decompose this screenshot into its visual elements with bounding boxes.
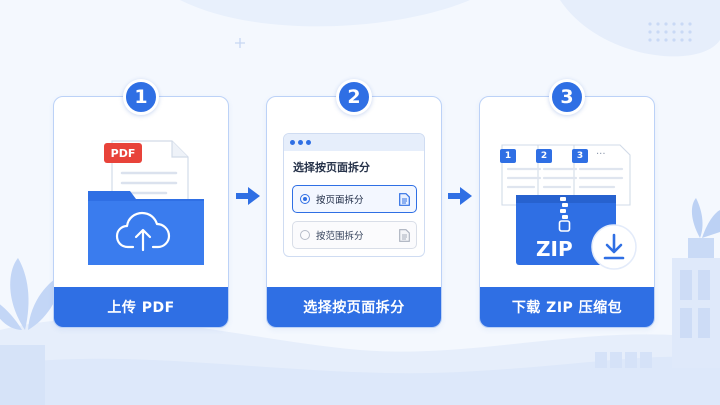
radio-icon[interactable] <box>300 194 310 204</box>
arrow-right-icon <box>448 187 472 205</box>
arrow-right-icon <box>236 187 260 205</box>
step-badge-1: 1 <box>123 79 159 115</box>
pdf-tag: PDF <box>104 143 142 163</box>
page-number-2: 2 <box>540 151 548 161</box>
download-icon <box>603 233 625 260</box>
page-number-1: 1 <box>504 151 512 161</box>
step-label-select: 选择按页面拆分 <box>267 287 441 327</box>
option-label: 按页面拆分 <box>316 195 364 206</box>
radio-icon[interactable] <box>300 230 310 240</box>
step-card-download: 1 2 3 ··· ZIP 下载 ZIP 压缩包 <box>479 96 655 328</box>
page-number-3: 3 <box>576 151 584 161</box>
zipper <box>558 197 571 232</box>
step-card-upload: PDF 上传 PDF <box>53 96 229 328</box>
shelf-right <box>595 198 720 368</box>
option-split-by-page[interactable]: 按页面拆分 <box>292 185 417 213</box>
option-label: 按范围拆分 <box>316 231 364 242</box>
step-card-select: 选择按页面拆分 按页面拆分 按范围拆分 选择按页面拆分 <box>266 96 442 328</box>
zip-label: ZIP <box>536 237 573 261</box>
step-badge-2: 2 <box>336 79 372 115</box>
upload-illustration <box>88 140 204 265</box>
cloud-upload-icon <box>115 211 171 252</box>
split-options-window: 选择按页面拆分 按页面拆分 按范围拆分 <box>283 133 425 257</box>
document-icon <box>399 229 410 242</box>
step-label-upload: 上传 PDF <box>54 287 228 327</box>
zip-archive-icon <box>516 195 616 265</box>
window-title: 选择按页面拆分 <box>293 161 370 174</box>
document-icon <box>399 193 410 206</box>
pages-ellipsis: ··· <box>596 149 606 160</box>
step-badge-3: 3 <box>549 79 585 115</box>
option-split-by-range[interactable]: 按范围拆分 <box>292 221 417 249</box>
step-label-download: 下载 ZIP 压缩包 <box>480 287 654 327</box>
window-titlebar <box>284 134 424 151</box>
download-illustration <box>500 144 637 270</box>
